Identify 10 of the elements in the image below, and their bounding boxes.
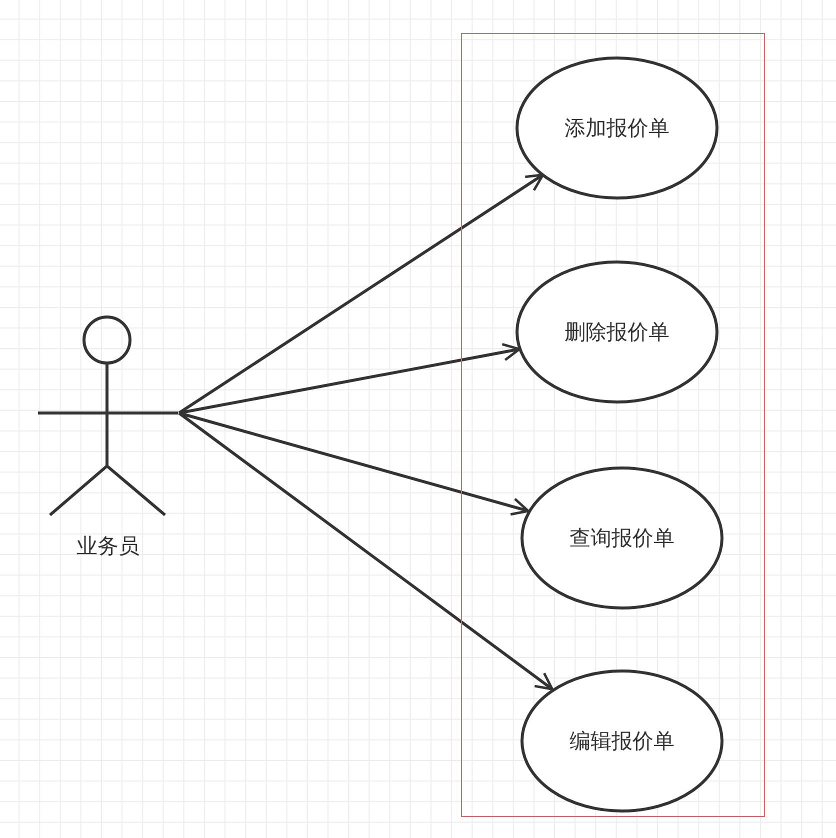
association-arrow bbox=[178, 412, 554, 690]
association-arrow bbox=[178, 174, 544, 414]
system-boundary bbox=[461, 33, 765, 817]
association-arrow bbox=[178, 342, 521, 414]
association-arrow bbox=[178, 412, 530, 516]
use-case-label: 查询报价单 bbox=[568, 525, 676, 552]
actor-label: 业务员 bbox=[76, 533, 140, 560]
use-case-label: 添加报价单 bbox=[564, 115, 670, 142]
use-case-label: 删除报价单 bbox=[564, 319, 670, 346]
use-case-label: 编辑报价单 bbox=[568, 728, 676, 755]
